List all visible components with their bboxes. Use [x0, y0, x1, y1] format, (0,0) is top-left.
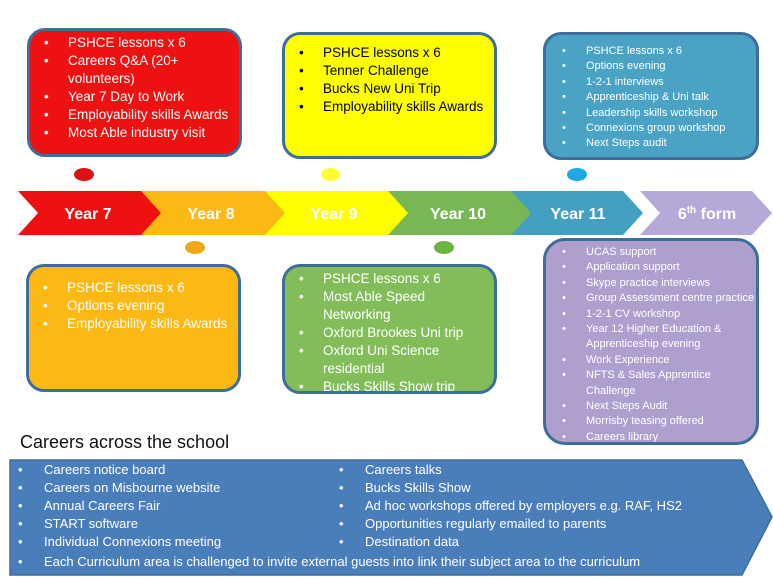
list-item: START software [12, 515, 221, 533]
year10-activities-box: PSHCE lessons x 6 Most Able Speed Networ… [282, 264, 497, 394]
list-item: Oxford Brookes Uni trip [285, 324, 494, 342]
list-item: UCAS support [546, 245, 756, 261]
list-item: Employability skills Awards [30, 106, 239, 124]
list-item: 1-2-1 CV workshop [546, 307, 756, 323]
year8-activities-box: PSHCE lessons x 6 Options evening Employ… [26, 264, 241, 392]
chevron-year10: Year 10 [388, 191, 535, 235]
list-item: PSHCE lessons x 6 [30, 34, 239, 52]
list-item: Individual Connexions meeting [12, 533, 221, 551]
list-item: PSHCE lessons x 6 [546, 44, 756, 60]
careers-section-title: Careers across the school [20, 432, 230, 452]
year9-connector-dot [321, 168, 340, 181]
list-item: Annual Careers Fair [12, 497, 221, 515]
sixth-form-activities-list: UCAS support Application support Skype p… [546, 245, 756, 442]
year11-connector-dot [567, 168, 587, 181]
list-item: Group Assessment centre practice [546, 291, 756, 307]
list-item: Careers library [546, 430, 756, 442]
list-item: Ad hoc workshops offered by employers e.… [333, 497, 682, 515]
timeline-label: Year 7 [64, 206, 111, 223]
list-item: Bucks New Uni Trip [285, 80, 494, 98]
list-item: Options evening [29, 297, 238, 315]
list-item: Next Steps audit [546, 136, 756, 152]
list-item: Bucks Skills Show [333, 479, 682, 497]
list-item: Opportunities regularly emailed to paren… [333, 515, 682, 533]
year9-activities-box: PSHCE lessons x 6 Tenner Challenge Bucks… [282, 32, 497, 159]
chevron-year7: Year 7 [18, 191, 165, 235]
list-item: Apprenticeship & Uni talk [546, 90, 756, 106]
chevron-year11: Year 11 [511, 191, 643, 235]
list-item: PSHCE lessons x 6 [285, 270, 494, 288]
year11-activities-list: PSHCE lessons x 6 Options evening 1-2-1 … [546, 44, 756, 152]
list-item: Careers notice board [12, 461, 221, 479]
list-item: Destination data [333, 533, 682, 551]
list-item: Most Able Speed Networking [285, 288, 494, 324]
list-item: Tenner Challenge [285, 62, 494, 80]
careers-right-list: Careers talks Bucks Skills Show Ad hoc w… [333, 461, 682, 551]
chevron-year9: Year 9 [265, 191, 412, 235]
list-item: Year 7 Day to Work [30, 88, 239, 106]
chevron-6th-form: 6th form [640, 191, 772, 235]
year8-connector-dot [185, 241, 205, 254]
year9-activities-list: PSHCE lessons x 6 Tenner Challenge Bucks… [285, 44, 494, 116]
list-item: Connexions group workshop [546, 121, 756, 137]
timeline-label: Year 11 [550, 206, 605, 223]
list-item: PSHCE lessons x 6 [285, 44, 494, 62]
list-item: Bucks Skills Show trip [285, 378, 494, 391]
list-item: 1-2-1 interviews [546, 75, 756, 91]
list-item: Application support [546, 260, 756, 276]
list-item: Careers Q&A (20+ volunteers) [30, 52, 239, 88]
list-item: Work Experience [546, 353, 756, 369]
year10-activities-list: PSHCE lessons x 6 Most Able Speed Networ… [285, 270, 494, 391]
list-item: Careers talks [333, 461, 682, 479]
timeline-label: Year 8 [187, 206, 234, 223]
careers-curriculum-item: Each Curriculum area is challenged to in… [12, 553, 640, 571]
year7-activities-list: PSHCE lessons x 6 Careers Q&A (20+ volun… [30, 34, 239, 142]
timeline-label: 6th form [678, 205, 736, 223]
list-item: Leadership skills workshop [546, 106, 756, 122]
year7-activities-box: PSHCE lessons x 6 Careers Q&A (20+ volun… [27, 28, 242, 157]
list-item: Employability skills Awards [285, 98, 494, 116]
list-item: Most Able industry visit [30, 124, 239, 142]
list-item: Next Steps Audit [546, 399, 756, 415]
timeline-label: Year 9 [310, 206, 357, 223]
chevron-year8: Year 8 [141, 191, 288, 235]
list-item: Employability skills Awards [29, 315, 238, 333]
list-item: NFTS & Sales Apprentice Challenge [546, 368, 756, 399]
sixth-form-activities-box: UCAS support Application support Skype p… [543, 238, 759, 445]
list-item: Oxford Uni Science residential [285, 342, 494, 378]
year10-connector-dot [434, 241, 454, 254]
year11-activities-box: PSHCE lessons x 6 Options evening 1-2-1 … [543, 32, 759, 160]
list-item: Year 12 Higher Education & Apprenticeshi… [546, 322, 756, 353]
list-item: Options evening [546, 59, 756, 75]
list-item: Skype practice interviews [546, 276, 756, 292]
careers-left-list: Careers notice board Careers on Misbourn… [12, 461, 221, 551]
timeline-label: Year 10 [430, 206, 486, 223]
year8-activities-list: PSHCE lessons x 6 Options evening Employ… [29, 279, 238, 333]
year7-connector-dot [74, 168, 94, 181]
list-item: PSHCE lessons x 6 [29, 279, 238, 297]
list-item: Morrisby teasing offered [546, 414, 756, 430]
list-item: Careers on Misbourne website [12, 479, 221, 497]
